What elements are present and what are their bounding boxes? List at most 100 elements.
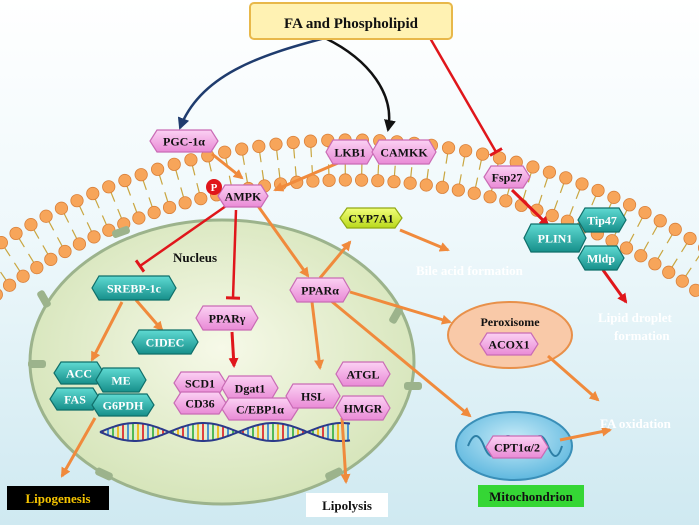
lipid-head	[134, 168, 148, 182]
phospho-badge-label: P	[211, 182, 218, 194]
lipid-tail	[695, 255, 699, 262]
title-box	[249, 2, 453, 40]
lipid-head	[162, 200, 177, 215]
node-pgc1a-shape	[149, 129, 219, 153]
label-fa-oxidation: FA oxidation	[600, 416, 672, 431]
node-hsl: HSL	[301, 390, 325, 404]
node-srebp1c-shape	[91, 275, 177, 301]
lipid-head	[235, 142, 249, 156]
lipid-head	[87, 230, 101, 244]
arrow-fsp27-to-plin1	[510, 188, 550, 227]
lipid-head	[605, 234, 619, 248]
lipid-head	[44, 252, 58, 266]
lipid-head	[483, 190, 497, 204]
node-peroxisome: Peroxisome	[480, 315, 540, 329]
arrow-srebp-to-acc	[90, 301, 124, 362]
node-plin1: PLIN1	[538, 232, 573, 246]
arrow-ppara-to-cyp7a1	[318, 240, 352, 279]
phospho-badge	[206, 179, 222, 195]
dna-helix	[99, 422, 351, 442]
lipid-head	[16, 269, 30, 283]
lipid-head	[559, 171, 573, 185]
lipid-head	[70, 194, 84, 208]
lipid-head	[662, 265, 676, 279]
lipid-head	[526, 160, 540, 174]
dna-strand	[99, 422, 351, 442]
lipid-head	[542, 165, 557, 179]
node-scd1: SCD1	[185, 377, 215, 391]
node-camkk: CAMKK	[380, 146, 428, 160]
nucleus-label: Nucleus	[173, 250, 217, 265]
lipid-head	[9, 226, 23, 241]
lipid-head	[403, 176, 417, 190]
node-acox1: ACOX1	[488, 338, 529, 352]
lipid-head	[184, 153, 198, 167]
arrow-ppara-to-peroxisome	[349, 290, 452, 325]
lipid-head	[0, 289, 3, 301]
lipid-head	[467, 186, 481, 200]
lipid-head	[689, 283, 699, 297]
node-acc: ACC	[66, 367, 92, 381]
arrow-title-to-camkk	[324, 36, 396, 132]
node-ppara-shape	[289, 277, 351, 303]
lipid-head	[371, 174, 385, 188]
arrow-srebp-to-cidec	[134, 299, 164, 332]
lipid-head	[58, 244, 72, 259]
node-cidec: CIDEC	[146, 336, 185, 350]
node-ampk: AMPK	[225, 190, 262, 204]
node-fas: FAS	[64, 393, 86, 407]
lipid-head	[648, 257, 662, 271]
node-atgl: ATGL	[346, 368, 379, 382]
label-lipid-droplet-1: Lipid droplet	[598, 310, 672, 325]
lipid-head	[39, 209, 53, 223]
lipid-head	[575, 177, 589, 191]
label-lipid-droplet-2: formation	[614, 328, 670, 343]
lipid-head	[151, 162, 165, 176]
lipid-head	[269, 137, 283, 151]
lipid-head	[492, 151, 507, 165]
node-acox1-shape	[479, 332, 539, 356]
lipid-head	[102, 180, 116, 194]
inhibit-ampk-to-pparg	[225, 209, 241, 300]
lipid-head	[545, 208, 559, 223]
node-atgl-shape	[335, 361, 391, 387]
node-lkb1-shape	[325, 139, 375, 165]
lipid-head	[619, 241, 634, 255]
node-pparg: PPARγ	[209, 312, 246, 326]
node-pparg-shape	[195, 305, 259, 331]
lipid-head	[653, 214, 667, 228]
lipogenesis-box	[7, 486, 109, 510]
node-camkk-shape	[371, 139, 437, 165]
node-dgat1: Dgat1	[235, 382, 266, 396]
lipid-head	[668, 222, 682, 237]
mitochondrion-badge	[478, 485, 584, 507]
lipid-head	[167, 157, 181, 171]
lipid-head	[30, 260, 44, 275]
lipid-head	[303, 134, 318, 148]
arrow-ppara-to-mito	[329, 298, 472, 418]
lipid-head	[638, 205, 652, 220]
lipid-head	[338, 173, 352, 187]
label-bile-acid: Bile acid formation	[416, 263, 524, 278]
lipid-head	[607, 190, 621, 204]
node-hmgr-shape	[335, 395, 391, 421]
lipid-head	[451, 183, 465, 197]
arrow-fas-to-lipogenesis	[60, 417, 97, 478]
lipid-head	[354, 173, 369, 187]
lipid-head	[0, 236, 8, 250]
node-hsl-shape	[285, 383, 341, 409]
node-hmgr: HMGR	[344, 402, 383, 416]
node-g6pdh-shape	[91, 393, 155, 417]
lipid-head	[147, 205, 161, 220]
lipid-head	[476, 147, 490, 161]
lipid-head	[54, 201, 69, 215]
node-fas-shape	[49, 387, 101, 411]
node-ppara: PPARα	[301, 284, 339, 298]
arrow-mldp-to-droplet	[601, 269, 628, 304]
node-cd36: CD36	[185, 397, 214, 411]
lipid-head	[435, 180, 449, 194]
lipid-head	[218, 145, 232, 159]
inhibit-title-to-fsp27	[428, 37, 503, 157]
